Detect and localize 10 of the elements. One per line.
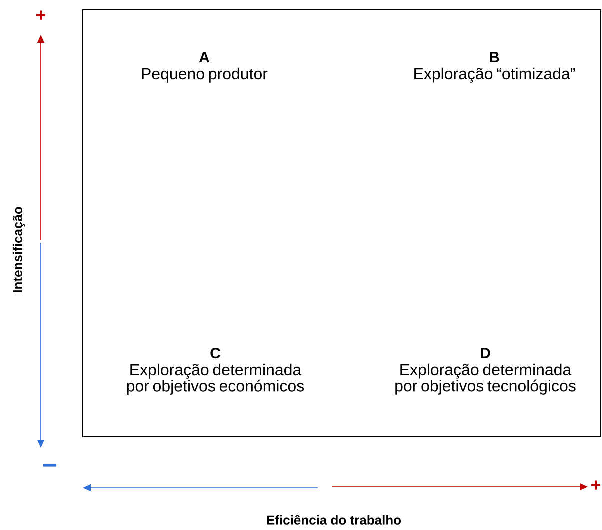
sign-label: + <box>592 480 601 490</box>
quadrant-label: B Exploração “otimizada” <box>414 52 576 83</box>
sign-label: − <box>44 464 57 467</box>
quadrant-label: C Exploração determinada por objetivos económicos <box>127 348 304 395</box>
axis-title: Intensificação <box>12 207 26 292</box>
quadrant-label: D Exploração determinada por objetivos tecnológicos <box>396 348 576 395</box>
quadrant-frame <box>82 10 602 438</box>
quadrant-label: A Pequeno produtor <box>142 52 268 83</box>
axis-title: Eficiência do trabalho <box>267 515 402 525</box>
sign-label: + <box>36 10 46 20</box>
